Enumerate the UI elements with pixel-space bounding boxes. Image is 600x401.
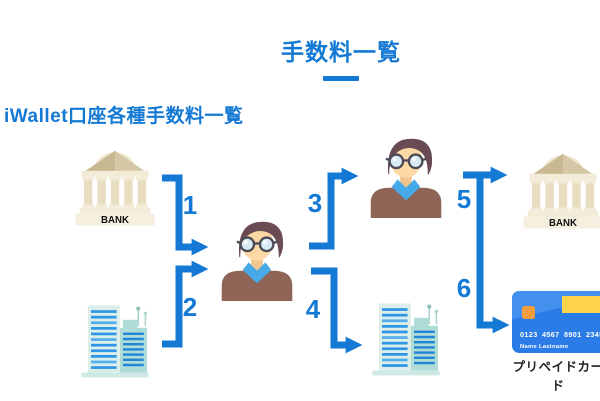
tower-left-windows: [382, 308, 408, 367]
card-stripe: [562, 296, 600, 313]
bank-left-label: BANK: [101, 215, 129, 226]
arrow-4: [311, 267, 363, 354]
page-subtitle: iWallet口座各種手数料一覧: [4, 106, 244, 127]
sweater: [221, 270, 293, 301]
step-number-5: 5: [456, 184, 472, 214]
building-base: [372, 370, 440, 376]
card-holder: Name Lastname: [520, 344, 569, 350]
arrow-1: [162, 174, 209, 256]
bank-icon-right: BANK: [523, 153, 600, 229]
step-number-1: 1: [182, 190, 198, 220]
person-icon-right: [370, 138, 442, 218]
arrow-6: [476, 175, 510, 334]
tower-right-windows: [414, 330, 435, 365]
credit-card-icon: 0123 4567 8901 2345 Name Lastname: [512, 291, 600, 353]
bank-right-label: BANK: [549, 218, 577, 229]
card-chip: [522, 306, 535, 319]
sweater: [370, 187, 442, 218]
bank-columns: [530, 179, 596, 211]
tower-right-windows: [123, 332, 144, 367]
glasses: [385, 153, 427, 170]
collar: [391, 179, 421, 201]
page-title-block: 手数料一覧: [241, 33, 441, 81]
glasses: [236, 236, 278, 253]
bank-columns: [82, 176, 148, 208]
hair: [387, 138, 433, 176]
card-number: 0123 4567 8901 2345: [520, 330, 600, 339]
hair: [238, 221, 284, 259]
office-building-icon-left: [81, 305, 149, 378]
card-caption: プリペイドカード: [512, 360, 600, 393]
collar: [242, 262, 272, 284]
arrow-2: [162, 260, 209, 348]
page-title: 手数料一覧: [281, 39, 401, 65]
building-base: [81, 372, 149, 378]
arrow-3: [309, 167, 359, 250]
step-number-3: 3: [307, 188, 323, 218]
person-icon-center: [221, 221, 293, 301]
step-number-4: 4: [305, 294, 321, 324]
bank-icon-left: BANK: [75, 150, 155, 226]
office-building-icon-center: [372, 303, 440, 376]
step-number-2: 2: [182, 292, 198, 322]
tower-left-windows: [91, 310, 117, 369]
step-number-6: 6: [456, 273, 472, 303]
title-underline: [323, 76, 359, 81]
